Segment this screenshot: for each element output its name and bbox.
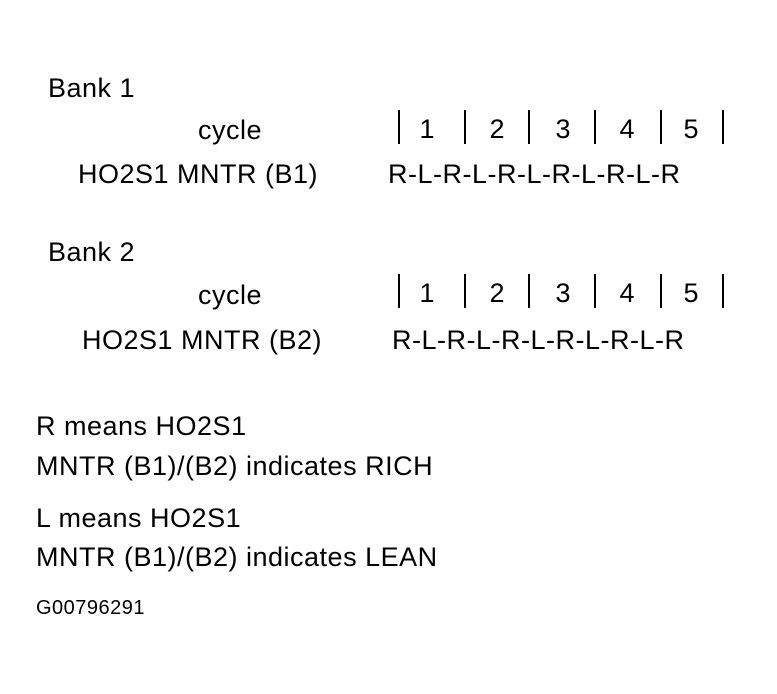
legend-rich-line-2: MNTR (B1)/(B2) indicates RICH xyxy=(36,451,434,481)
cycle-divider xyxy=(398,110,400,144)
bank-1-cycle-label: cycle xyxy=(198,115,263,145)
legend-lean-line-1: L means HO2S1 xyxy=(36,503,242,533)
cycle-number: 2 xyxy=(489,114,505,144)
bank-2-sequence: R-L-R-L-R-L-R-L-R-L-R xyxy=(392,325,685,355)
cycle-divider xyxy=(464,274,466,308)
bank-1-sequence: R-L-R-L-R-L-R-L-R-L-R xyxy=(388,159,681,189)
cycle-number: 4 xyxy=(619,114,635,144)
legend-rich-line-1: R means HO2S1 xyxy=(36,411,247,441)
cycle-divider xyxy=(660,110,662,144)
cycle-number: 5 xyxy=(683,278,699,308)
figure-code: G00796291 xyxy=(36,597,146,619)
cycle-divider xyxy=(398,274,400,308)
bank-1-signal-label: HO2S1 MNTR (B1) xyxy=(78,159,319,189)
cycle-divider xyxy=(528,274,530,308)
bank-2-cycle-label: cycle xyxy=(198,280,263,310)
bank-2-signal-label: HO2S1 MNTR (B2) xyxy=(82,325,323,355)
cycle-number: 5 xyxy=(683,114,699,144)
cycle-divider xyxy=(722,274,724,308)
cycle-divider xyxy=(722,110,724,144)
cycle-divider xyxy=(594,110,596,144)
bank-2-title: Bank 2 xyxy=(48,237,136,267)
cycle-divider xyxy=(464,110,466,144)
cycle-number: 3 xyxy=(555,278,571,308)
cycle-divider xyxy=(528,110,530,144)
cycle-number: 2 xyxy=(489,278,505,308)
cycle-number: 1 xyxy=(419,278,435,308)
legend-lean-line-2: MNTR (B1)/(B2) indicates LEAN xyxy=(36,542,438,572)
cycle-divider xyxy=(594,274,596,308)
cycle-number: 4 xyxy=(619,278,635,308)
cycle-number: 1 xyxy=(419,114,435,144)
cycle-number: 3 xyxy=(555,114,571,144)
cycle-divider xyxy=(660,274,662,308)
bank-1-title: Bank 1 xyxy=(48,73,136,103)
